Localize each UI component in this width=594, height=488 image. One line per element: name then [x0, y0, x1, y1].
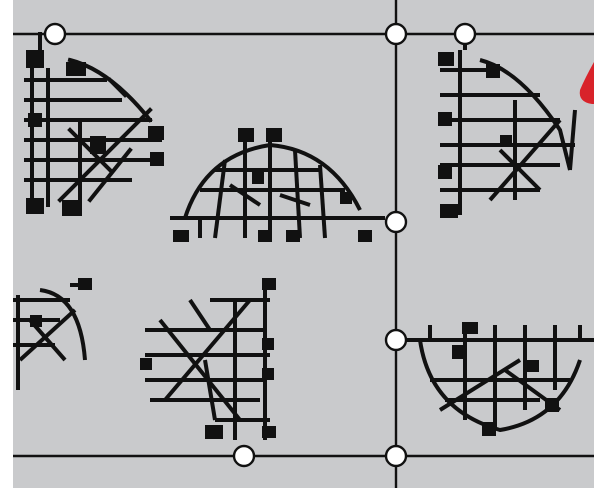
building	[90, 136, 106, 154]
junction-node	[386, 24, 406, 44]
building	[238, 128, 254, 142]
building	[78, 278, 92, 290]
building	[545, 398, 559, 412]
building	[26, 50, 44, 68]
building	[258, 230, 272, 242]
building	[262, 278, 276, 290]
building	[438, 112, 452, 126]
building	[148, 126, 164, 140]
building	[440, 204, 458, 218]
building	[438, 52, 454, 66]
building	[340, 192, 352, 204]
building	[452, 345, 466, 359]
building	[462, 322, 478, 334]
junction-node	[455, 24, 475, 44]
building	[286, 230, 300, 242]
junction-node	[386, 212, 406, 232]
building	[262, 338, 274, 350]
junction-node	[386, 446, 406, 466]
building	[500, 135, 512, 147]
building	[252, 172, 264, 184]
junction-node	[45, 24, 65, 44]
junction-node	[234, 446, 254, 466]
building	[28, 113, 42, 127]
building	[358, 230, 372, 242]
building	[26, 198, 44, 214]
building	[262, 426, 276, 438]
building	[150, 152, 164, 166]
building	[173, 230, 189, 242]
building	[482, 422, 496, 436]
building	[205, 425, 223, 439]
building	[525, 360, 539, 372]
building	[30, 315, 42, 327]
building	[486, 64, 500, 78]
building	[438, 165, 452, 179]
building	[266, 128, 282, 142]
building	[140, 358, 152, 370]
building	[62, 200, 82, 216]
building	[262, 368, 274, 380]
building	[66, 62, 86, 76]
junction-node	[386, 330, 406, 350]
